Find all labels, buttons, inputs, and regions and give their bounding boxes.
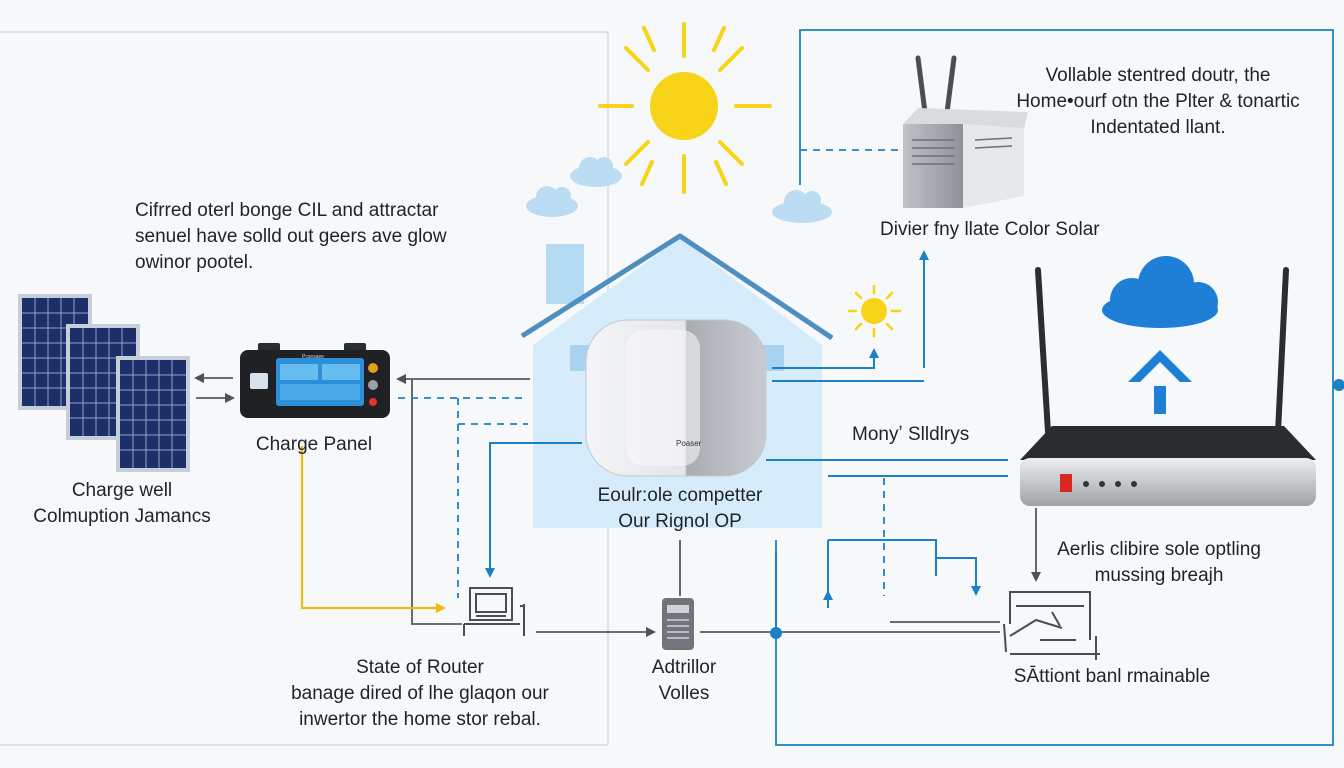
right-note: Aerlis clibire sole optling mussing brea…: [1030, 537, 1288, 589]
note-line: Vollable stentred doutr, the: [1045, 65, 1271, 86]
note-line: owinor pootel.: [135, 252, 254, 273]
note-line: mussing breajh: [1094, 565, 1224, 586]
note-line: Indentated llant.: [1090, 117, 1226, 138]
adtrilor-label: Adtrillor Volles: [620, 655, 748, 707]
note-line: Home•ourf otn the Plter & tonartic: [1016, 91, 1300, 112]
caption-line: Charge well: [71, 480, 173, 501]
connector-lines-dashed: [398, 149, 900, 598]
connector-lines-blue: [485, 250, 1161, 630]
state-router-note: State of Router banage dired of lhe glaq…: [260, 655, 580, 733]
charge-panel-label: Charge Panel: [255, 434, 373, 455]
router-icon: [1020, 267, 1316, 506]
connector-lines-yellow: [300, 446, 446, 613]
inverter-icon: Poaser: [585, 319, 767, 477]
small-sun-icon: [847, 284, 902, 338]
connector-dot: [1333, 379, 1344, 391]
station-label: SĀttiont banl rmainable: [1013, 666, 1211, 687]
monitor-icon: [463, 587, 525, 636]
sun-icon: [598, 22, 772, 194]
note-line: Aerlis clibire sole optling: [1057, 539, 1261, 560]
top-right-note: Vollable stentred doutr, the Home•ourf o…: [988, 63, 1328, 141]
note-line: State of Router: [356, 657, 484, 678]
panels-caption: Charge well Colmuption Jamancs: [0, 478, 244, 530]
svg-text:Poaser: Poaser: [676, 439, 702, 448]
note-line: Cifrred oterl bonge CIL and attractar: [135, 200, 439, 221]
caption-line: Eoulr:ole competter: [597, 485, 763, 506]
right-frame: [775, 29, 1334, 746]
cloud-icon: [526, 157, 832, 223]
junction-dot: [770, 627, 782, 639]
router-top-caption: Divier fny llate Color Solar: [880, 219, 1100, 240]
meter-icon: [662, 598, 694, 650]
note-line: banage dired of lhe glaqon our: [291, 683, 549, 704]
note-line: inwertor the home stor rebal.: [299, 709, 541, 730]
battery-station-icon: [1003, 591, 1100, 660]
caption-line: Volles: [658, 683, 710, 704]
router-icon: [903, 55, 1028, 208]
mony-label: Monyʼ Slldlrys: [852, 424, 970, 445]
cloud-upload-icon: [1102, 256, 1218, 414]
solar-panel-icon: [18, 294, 190, 472]
connector-lines-gray: [194, 373, 1041, 637]
svg-text:Pcsesaee: Pcsesaee: [302, 354, 324, 360]
caption-line: Colmuption Jamancs: [33, 506, 211, 527]
charge-controller-icon: Pcsesaee: [240, 343, 390, 418]
caption-line: Adtrillor: [651, 657, 717, 678]
caption-line: Our Rignol OP: [618, 511, 742, 532]
top-left-note: Cifrred oterl bonge CIL and attractar se…: [135, 198, 447, 276]
house-caption: Eoulr:ole competter Our Rignol OP: [560, 483, 800, 535]
note-line: senuel have solld out geers ave glow: [135, 226, 447, 247]
